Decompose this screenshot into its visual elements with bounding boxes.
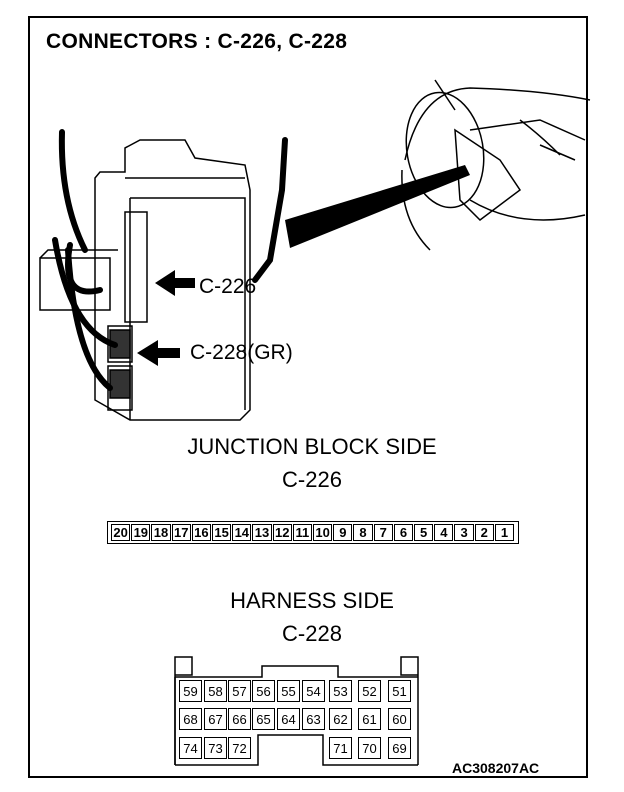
c226-pin: 1: [494, 524, 515, 541]
c226-pin: 2: [474, 524, 494, 541]
c228-pin: 68: [179, 708, 202, 730]
c228-pin: 52: [358, 680, 381, 702]
junction-heading: JUNCTION BLOCK SIDE: [187, 434, 437, 459]
c228-pin: 65: [252, 708, 275, 730]
c226-pin: 11: [292, 524, 313, 541]
c226-pin: 4: [434, 524, 454, 541]
c226-pin: 6: [393, 524, 414, 541]
c226-pin: 19: [131, 524, 151, 541]
c226-pin: 18: [151, 524, 171, 541]
c228-pin: 63: [302, 708, 325, 730]
c228-pin: 61: [358, 708, 381, 730]
c228-pin: 70: [358, 737, 381, 759]
c226-pin: 15: [212, 524, 232, 541]
c228-pin: 66: [228, 708, 251, 730]
harness-connector-id: C-228: [282, 621, 342, 646]
c228-pin: 69: [388, 737, 411, 759]
dashboard-inset: [401, 79, 591, 251]
c228-pin: 53: [329, 680, 352, 702]
c226-pin: 16: [191, 524, 212, 541]
c226-pin: 5: [414, 524, 434, 541]
harness-heading: HARNESS SIDE: [230, 588, 394, 613]
c226-pin: 20: [111, 524, 131, 541]
c226-pin: 7: [373, 524, 393, 541]
c226-pin: 3: [454, 524, 474, 541]
c226-pin: 14: [232, 524, 252, 541]
location-pointer: [285, 165, 470, 248]
c228-pin: 71: [329, 737, 352, 759]
c228-pin: 56: [252, 680, 275, 702]
c228-pin: 73: [204, 737, 227, 759]
c228-pin: 60: [388, 708, 411, 730]
c226-pin: 13: [252, 524, 272, 541]
c228-arrow: [137, 340, 180, 366]
c228-pin: 58: [204, 680, 227, 702]
c228-pin: 51: [388, 680, 411, 702]
figure-code: AC308207AC: [452, 760, 540, 776]
c228-pin: 57: [228, 680, 251, 702]
c226-callout: C-226: [199, 275, 257, 298]
figure-frame: [28, 16, 588, 778]
figure-title: CONNECTORS : C-226, C-228: [46, 30, 348, 53]
c226-pin: 9: [333, 524, 353, 541]
junction-block: [39, 139, 251, 421]
c226-pin: 8: [353, 524, 373, 541]
c228-pin: 62: [329, 708, 352, 730]
c228-pin: 67: [204, 708, 227, 730]
c228-pin: 59: [179, 680, 202, 702]
wiring-harness: [52, 129, 288, 391]
c226-arrow: [155, 270, 195, 296]
c228-pin: 55: [277, 680, 300, 702]
c226-pin: 17: [171, 524, 191, 541]
c228-pin: 64: [277, 708, 300, 730]
c226-pin: 10: [313, 524, 333, 541]
c228-pin: 54: [302, 680, 325, 702]
c226-pin: 12: [272, 524, 292, 541]
c228-pin: 72: [228, 737, 251, 759]
c228-pin: 74: [179, 737, 202, 759]
junction-connector-id: C-226: [282, 467, 342, 492]
c228-callout: C-228(GR): [190, 341, 293, 364]
